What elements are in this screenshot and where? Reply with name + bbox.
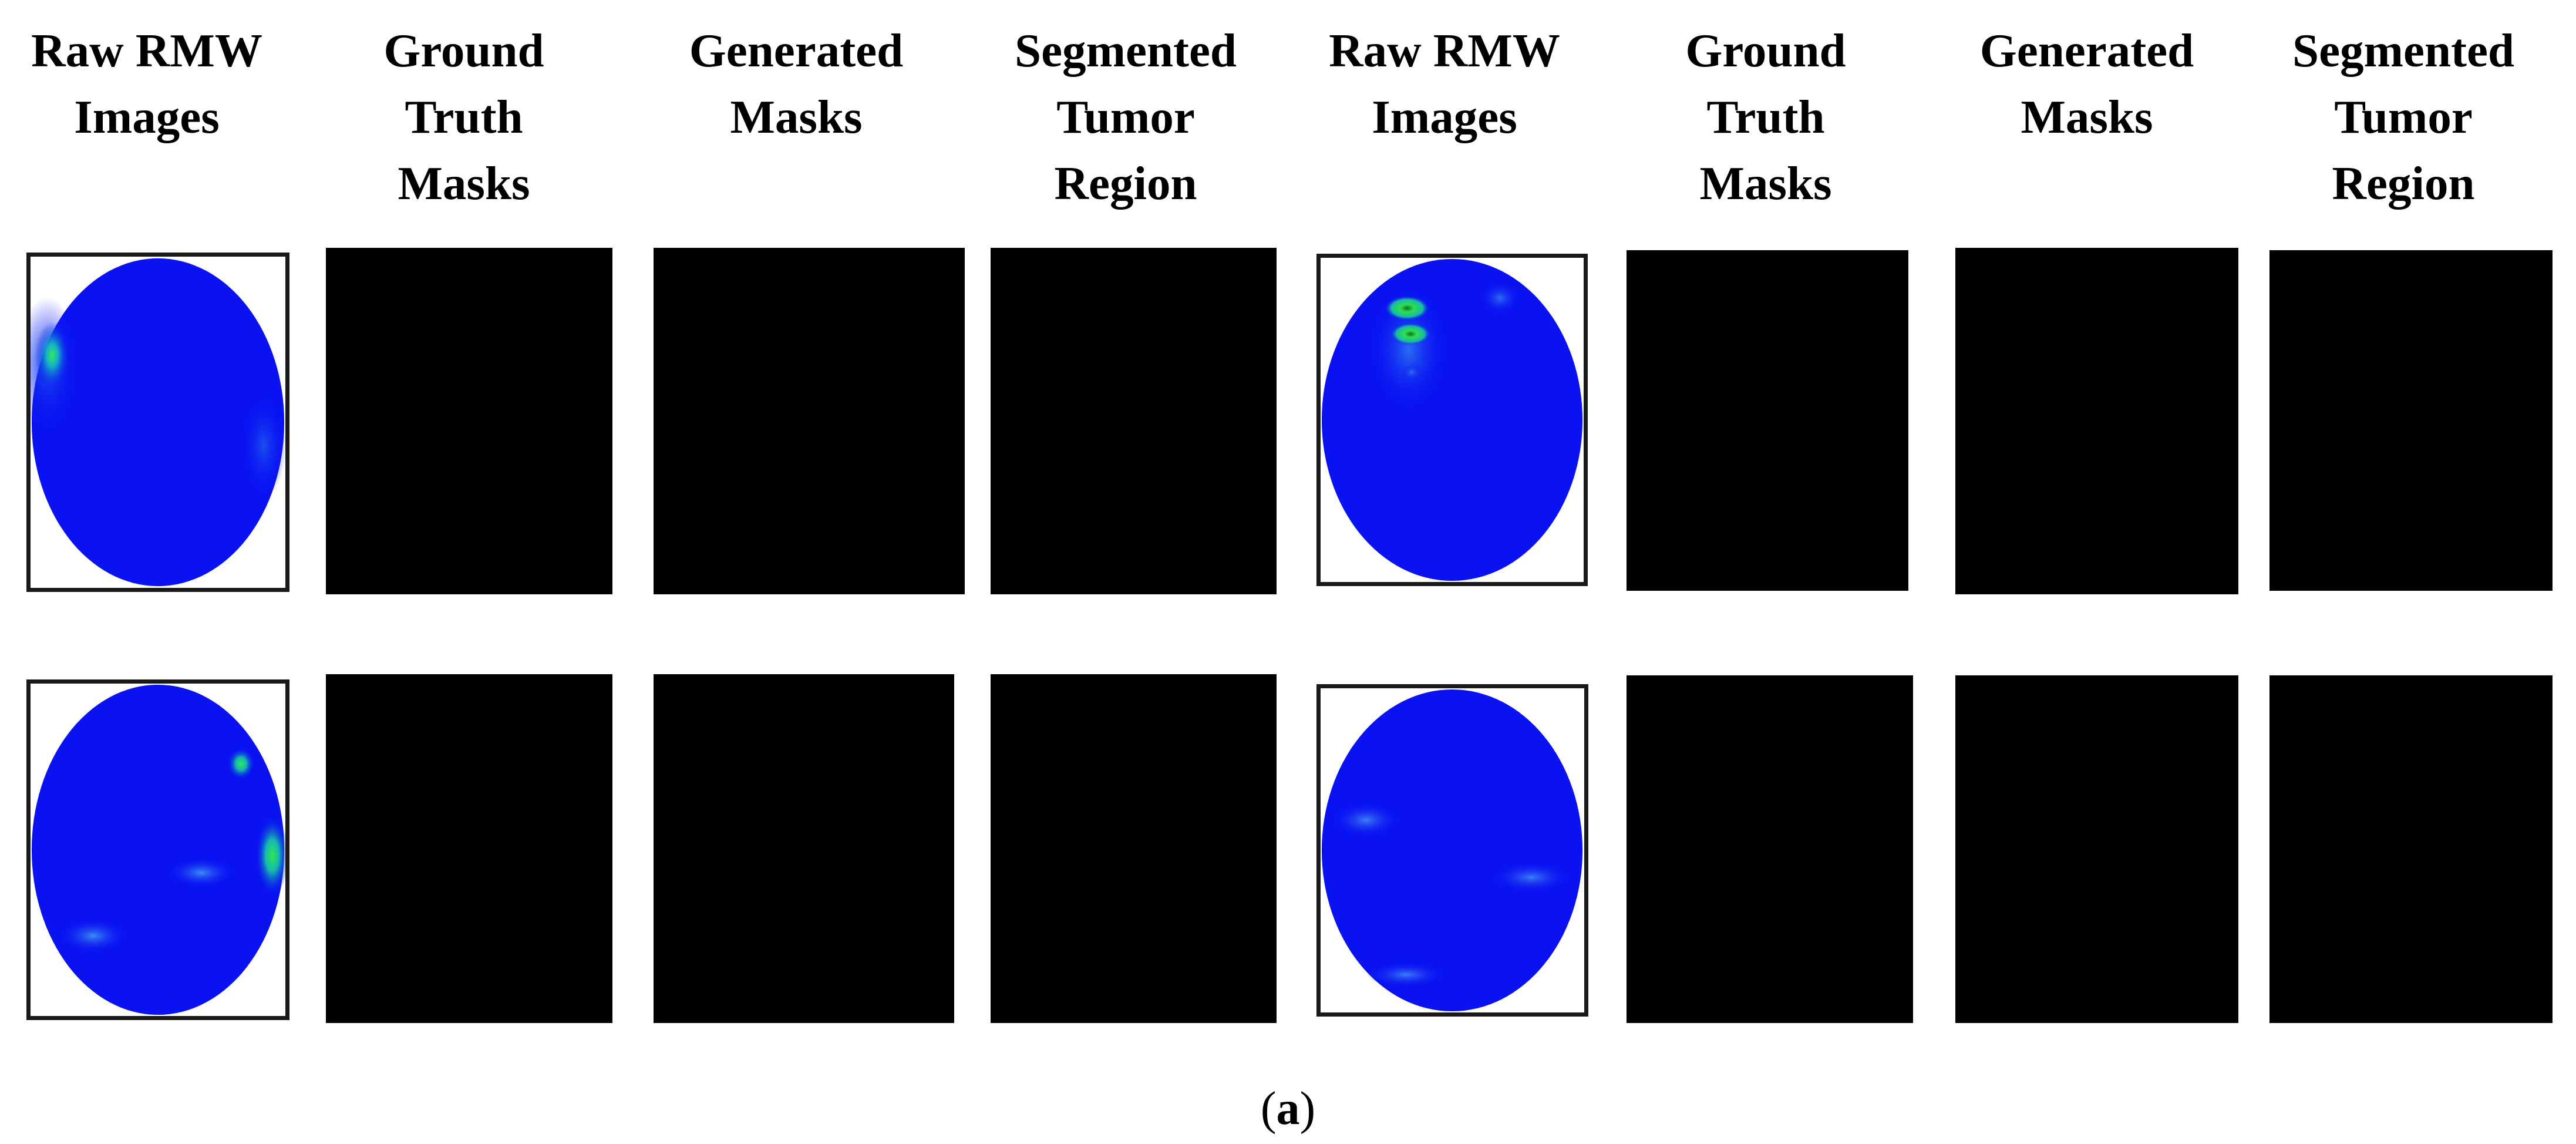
ground-truth-mask-row1-left [326,248,612,594]
rmw-heatmap-1 [31,258,285,587]
segmented-tumor-region-row1-left [991,248,1277,594]
header-segmented-tumor-region-1: Segmented Tumor Region [1015,24,1237,210]
raw-rmw-image-row1-right [1316,254,1588,586]
generated-mask-row2-right [1955,675,2238,1023]
header-segmented-tumor-region-2: Segmented Tumor Region [2292,24,2514,210]
caption-letter: a [1276,1083,1300,1135]
caption-close: ) [1299,1083,1316,1135]
generated-mask-row1-left [654,248,965,594]
header-ground-truth-masks-2: Ground Truth Masks [1685,24,1846,210]
header-raw-rmw-images-2: Raw RMW Images [1329,24,1560,143]
rmw-heatmap-2 [1321,258,1583,581]
header-generated-masks-2: Generated Masks [1979,24,2194,143]
rmw-heatmap-3 [31,684,285,1015]
header-generated-masks-1: Generated Masks [689,24,904,143]
ground-truth-mask-row2-left [326,674,612,1023]
segmented-tumor-region-row2-right [2269,675,2553,1023]
rmw-heatmap-4 [1321,689,1583,1012]
caption-open: ( [1260,1083,1277,1135]
figure-caption: (a) [0,1079,2576,1138]
header-ground-truth-masks-1: Ground Truth Masks [383,24,544,210]
ground-truth-mask-row2-right [1627,675,1913,1023]
raw-rmw-image-row2-left [26,679,289,1020]
raw-rmw-image-row1-left [26,253,289,592]
header-raw-rmw-images-1: Raw RMW Images [31,24,262,143]
segmented-tumor-region-row1-right [2269,250,2553,591]
raw-rmw-image-row2-right [1316,684,1588,1017]
ground-truth-mask-row1-right [1627,250,1908,591]
segmented-tumor-region-row2-left [991,674,1277,1023]
generated-mask-row1-right [1955,248,2238,594]
generated-mask-row2-left [654,674,954,1023]
